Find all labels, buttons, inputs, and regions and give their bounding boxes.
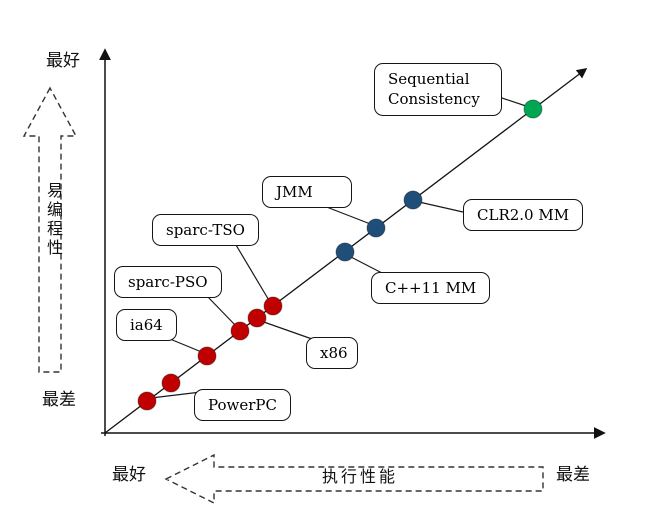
callout-powerpc: PowerPC <box>194 389 291 422</box>
callout-x86: x86 <box>306 337 358 370</box>
leader-jmm <box>323 205 374 226</box>
point-ia64 <box>197 346 217 366</box>
y-axis-best-label: 最好 <box>46 51 80 71</box>
callout-sparc-tso: sparc-TSO <box>152 214 259 247</box>
callout-sequential-consistency: Sequential Consistency <box>374 63 502 116</box>
point-c-11-mm <box>335 242 355 262</box>
callout-ia64: ia64 <box>116 309 177 342</box>
callout-clr2-0-mm: CLR2.0 MM <box>463 199 584 232</box>
leader-sparc-tso <box>235 244 271 303</box>
point-jmm <box>366 218 386 238</box>
leader-clr2-0-mm <box>418 201 464 213</box>
point-powerpc <box>137 391 157 411</box>
callout-jmm: JMM <box>262 176 352 209</box>
x-axis-title: 执行性能 <box>322 467 399 486</box>
leader-sparc-pso <box>206 295 238 328</box>
leader-x86 <box>260 320 313 340</box>
point-sparc-tso <box>263 296 283 316</box>
performance-arrow <box>164 453 544 505</box>
point-sequential-consistency <box>523 99 543 119</box>
y-axis-title: 易编程性 <box>44 182 63 258</box>
leader-c-11-mm <box>348 255 383 274</box>
point-point <box>161 373 181 393</box>
callout-leader-lines <box>150 95 530 399</box>
data-points <box>137 99 543 411</box>
x-axis-best-label: 最好 <box>112 465 146 485</box>
x-axis-worst-label: 最差 <box>556 465 590 485</box>
leader-ia64 <box>169 338 205 354</box>
leader-powerpc <box>150 391 202 399</box>
point-sparc-pso <box>230 321 250 341</box>
callout-c-11-mm: C++11 MM <box>371 272 491 305</box>
callout-sparc-pso: sparc-PSO <box>114 266 222 299</box>
point-clr2-0-mm <box>403 190 423 210</box>
y-axis-worst-label: 最差 <box>42 390 76 410</box>
point-x86 <box>247 308 267 328</box>
